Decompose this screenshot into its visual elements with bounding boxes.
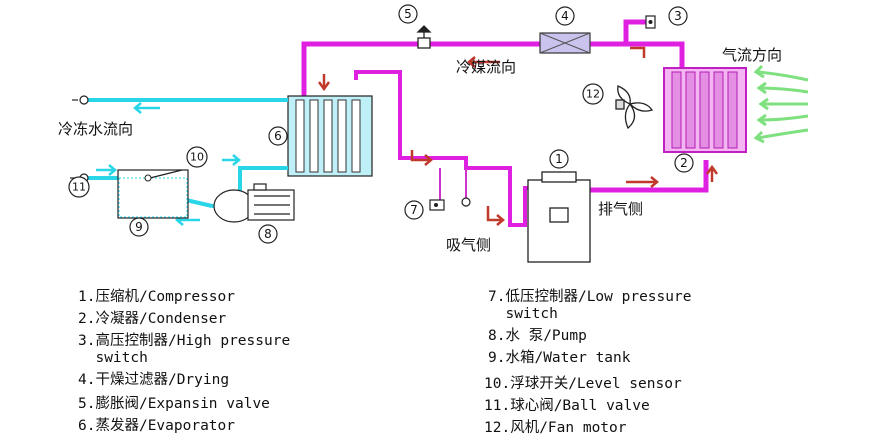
- marker-5-circle: [398, 4, 418, 24]
- evaporator: [287, 95, 373, 177]
- suction-side-label: 吸气侧: [446, 236, 491, 254]
- air-flow-arrows: [753, 64, 809, 144]
- water-tank: [117, 169, 189, 219]
- marker-12-circle: [582, 83, 604, 105]
- high-pressure-switch-icon: [645, 15, 656, 29]
- marker-7-circle: [404, 200, 424, 220]
- lowswitch-branch: [439, 168, 467, 205]
- marker-12: 12: [586, 88, 600, 101]
- marker-2-circle: [674, 153, 694, 173]
- marker-1-circle: [549, 149, 569, 169]
- marker-8: 8: [264, 227, 272, 241]
- compressor: [527, 171, 591, 263]
- marker-2: 2: [680, 156, 688, 170]
- drying-filter-icon: [539, 32, 591, 54]
- discharge-pipe: [588, 160, 709, 193]
- marker-10: 10: [190, 151, 204, 164]
- marker-6: 6: [274, 129, 282, 143]
- marker-8-circle: [258, 224, 278, 244]
- refrigerant-flow-arrows: [317, 46, 719, 226]
- marker-11-circle: [68, 176, 90, 198]
- marker-5: 5: [404, 7, 412, 21]
- marker-7: 7: [410, 203, 418, 217]
- marker-3: 3: [674, 9, 682, 23]
- marker-1: 1: [555, 152, 563, 166]
- ball-valve-icon: [70, 95, 89, 183]
- refrigerant-flow-label: 冷媒流向: [456, 58, 516, 76]
- marker-6-circle: [268, 126, 288, 146]
- low-pressure-switch-icon: [429, 197, 471, 211]
- marker-11: 11: [72, 181, 86, 194]
- condenser: [663, 67, 747, 153]
- marker-9: 9: [135, 220, 143, 234]
- marker-4: 4: [561, 9, 569, 23]
- chilled-water-flow-label: 冷冻水流向: [58, 120, 133, 138]
- switch3-branch: [623, 19, 646, 44]
- number-marker-labels: 1 2 3 4 5 6 7 8 9 10 11 12: [72, 7, 688, 241]
- number-markers: [68, 4, 694, 244]
- refrigerant-pipes: [301, 19, 709, 227]
- top-loop-pipe: [301, 41, 685, 96]
- marker-9-circle: [129, 217, 149, 237]
- air-flow-label: 气流方向: [722, 46, 782, 64]
- fan-motor-icon: [615, 85, 654, 130]
- marker-10-circle: [186, 146, 208, 168]
- expansion-valve-icon: [416, 25, 432, 49]
- pump-icon: [213, 183, 295, 223]
- discharge-side-label: 排气侧: [598, 200, 643, 218]
- marker-4-circle: [555, 6, 575, 26]
- marker-3-circle: [668, 6, 688, 26]
